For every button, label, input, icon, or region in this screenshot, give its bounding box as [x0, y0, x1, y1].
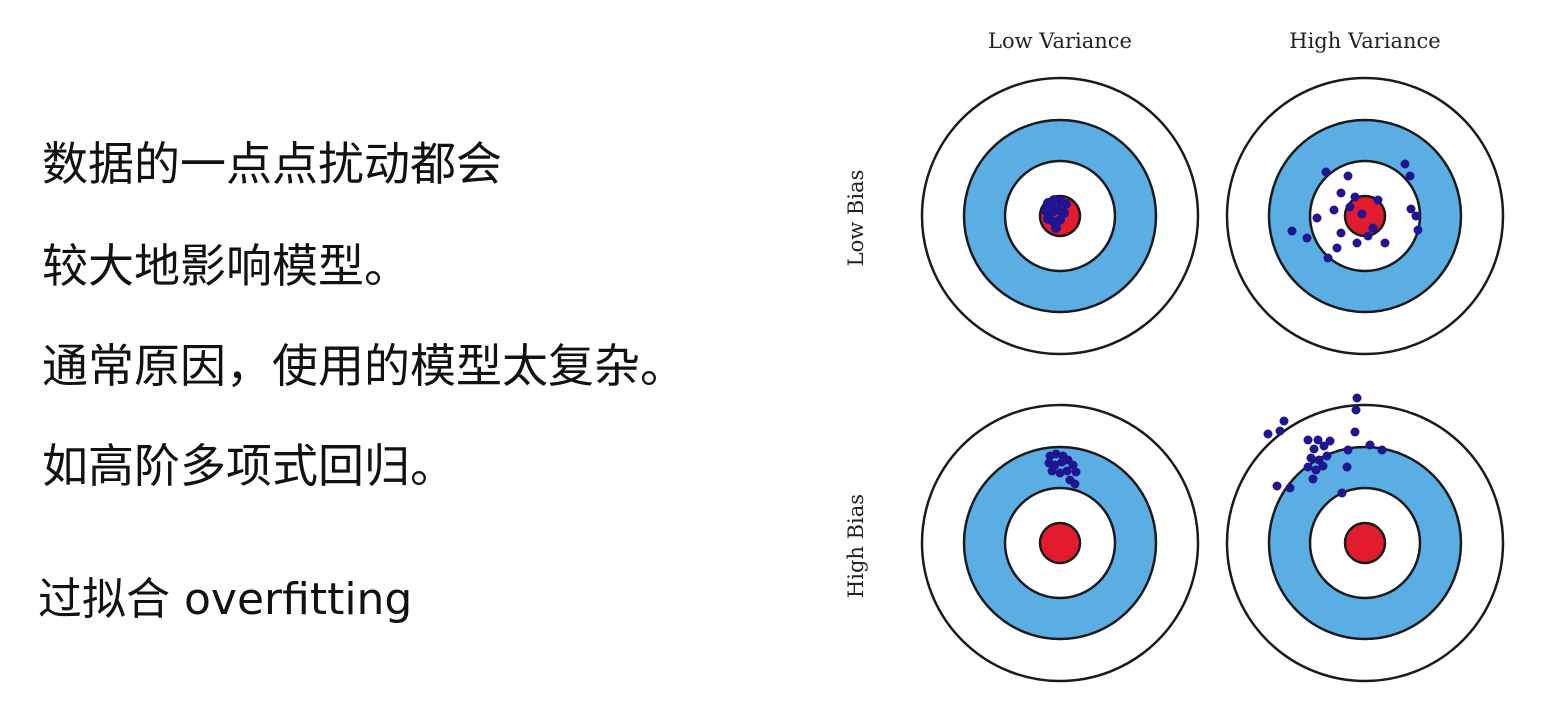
- dot: [1070, 479, 1080, 489]
- dot: [1350, 192, 1360, 202]
- dot: [1275, 426, 1285, 436]
- dot: [1055, 468, 1065, 478]
- dots-scatter: [1263, 393, 1387, 498]
- dot: [1306, 453, 1316, 463]
- bias-variance-figure: Low Variance High Variance Low Bias High…: [830, 0, 1530, 716]
- dot: [1329, 205, 1339, 215]
- bullseye: [1038, 521, 1082, 565]
- dots-scatter: [1287, 159, 1423, 263]
- dot: [1318, 461, 1328, 471]
- dot: [1312, 213, 1322, 223]
- dot: [1405, 171, 1415, 181]
- dot: [1313, 435, 1323, 445]
- dot: [1322, 451, 1332, 461]
- overfitting-label: 过拟合 overfitting: [38, 574, 413, 625]
- dot: [1303, 435, 1313, 445]
- dot: [1342, 462, 1352, 472]
- dot: [1319, 441, 1329, 451]
- text-line-2: 较大地影响模型。: [42, 239, 410, 293]
- target-low-bias-low-variance: [920, 76, 1200, 356]
- dots-cluster: [1044, 449, 1081, 489]
- dot: [1350, 427, 1360, 437]
- target-high-bias-low-variance: [920, 403, 1200, 683]
- row-label-high-bias: High Bias: [844, 494, 868, 598]
- dot: [1352, 238, 1362, 248]
- target-low-bias-high-variance: [1225, 76, 1505, 356]
- text-block: 数据的一点点扰动都会 较大地影响模型。 通常原因，使用的模型太复杂。 如高阶多项…: [38, 0, 802, 716]
- dot: [1365, 440, 1375, 450]
- dot: [1308, 474, 1318, 484]
- col-label-high-variance: High Variance: [1289, 29, 1440, 53]
- dot: [1263, 429, 1273, 439]
- bias-variance-targets-svg: Low Variance High Variance Low Bias High…: [844, 29, 1505, 683]
- text-line-3: 通常原因，使用的模型太复杂。: [42, 339, 686, 393]
- dot: [1380, 238, 1390, 248]
- dot: [1047, 466, 1057, 476]
- text-line-4: 如高阶多项式回归。: [42, 439, 456, 493]
- dot: [1051, 223, 1061, 233]
- dot: [1279, 416, 1289, 426]
- col-label-low-variance: Low Variance: [988, 29, 1132, 53]
- dot: [1325, 436, 1335, 446]
- dot: [1337, 488, 1347, 498]
- dot: [1336, 228, 1346, 238]
- dot: [1061, 199, 1071, 209]
- dot: [1062, 466, 1072, 476]
- row-label-low-bias: Low Bias: [844, 170, 868, 267]
- dot: [1285, 483, 1295, 493]
- dot: [1377, 445, 1387, 455]
- dot: [1343, 445, 1353, 455]
- dot: [1343, 171, 1353, 181]
- dot: [1321, 167, 1331, 177]
- dot: [1345, 202, 1355, 212]
- dot: [1302, 233, 1312, 243]
- dot: [1336, 188, 1346, 198]
- dot: [1352, 393, 1362, 403]
- dot: [1287, 226, 1297, 236]
- dot: [1351, 405, 1361, 415]
- target-high-bias-high-variance: [1225, 393, 1505, 683]
- dot: [1046, 202, 1056, 212]
- dot: [1311, 465, 1321, 475]
- dot: [1309, 444, 1319, 454]
- dot: [1055, 215, 1065, 225]
- dot: [1071, 467, 1081, 477]
- dot: [1368, 223, 1378, 233]
- dot: [1332, 243, 1342, 253]
- bullseye: [1343, 521, 1387, 565]
- text-line-1: 数据的一点点扰动都会: [42, 137, 502, 191]
- dot: [1413, 225, 1423, 235]
- dot: [1357, 209, 1367, 219]
- dot: [1272, 481, 1282, 491]
- dot: [1400, 159, 1410, 169]
- dot: [1373, 195, 1383, 205]
- dot: [1323, 253, 1333, 263]
- dot: [1363, 231, 1373, 241]
- dot: [1411, 211, 1421, 221]
- dot: [1068, 460, 1078, 470]
- dots-cluster: [1041, 195, 1071, 233]
- dot: [1406, 204, 1416, 214]
- dot: [1051, 449, 1061, 459]
- dot: [1303, 462, 1313, 472]
